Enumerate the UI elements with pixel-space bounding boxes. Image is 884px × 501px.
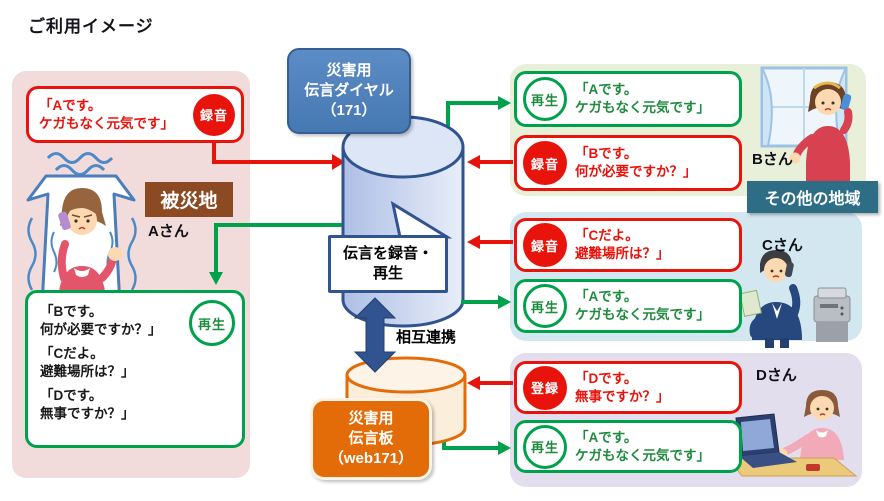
- play-d-arrow: [442, 426, 498, 450]
- message-text: 「Cだよ。 避難場所は？」: [40, 346, 135, 379]
- message-text: 「Bです。 何が必要ですか？」: [40, 304, 162, 337]
- note-callout-tail: [390, 200, 453, 239]
- record-d-arrowhead: [467, 376, 480, 390]
- message-box-b-play: 再生 「Aです。 ケガもなく元気です」: [514, 71, 742, 127]
- message-text: 「Dです。 無事ですか？」: [40, 388, 135, 421]
- message-box-b-record: 録音 「Bです。 何が必要ですか？」: [514, 135, 742, 191]
- record-b-arrowhead: [467, 155, 480, 169]
- person-a-house-illustration: [26, 152, 137, 308]
- record-badge: 録音: [193, 93, 235, 136]
- mutual-link-arrow: [353, 297, 397, 373]
- play-badge: 再生: [523, 284, 567, 328]
- record-c-arrowhead: [467, 235, 480, 249]
- message-text: 「Aです。 ケガもなく元気です」: [575, 289, 710, 322]
- person-b-illustration: [760, 66, 853, 188]
- message-box-d-record: 登録 「Dです。 無事ですか？」: [514, 361, 742, 414]
- dial-171-box: 災害用 伝言ダイヤル （171）: [287, 48, 411, 134]
- record-play-note: 伝言を録音・ 再生: [328, 235, 448, 293]
- message-text: 「Aです。 ケガもなく元気です」: [575, 429, 710, 463]
- message-box-c-record: 録音 「Cだよ。 避難場所は？」: [514, 218, 742, 272]
- message-text: 「Aです。 ケガもなく元気です」: [39, 97, 174, 131]
- person-d-label: Dさん: [756, 367, 797, 384]
- message-box-a-playlist: 再生 「Bです。 何が必要ですか？」 「Cだよ。 避難場所は？」 「Dです。 無…: [25, 290, 245, 448]
- play-badge: 再生: [523, 77, 567, 121]
- message-box-a-record: 「Aです。 ケガもなく元気です」 録音: [26, 86, 244, 143]
- disaster-area-label: 被災地: [145, 182, 233, 217]
- dial-cylinder: [341, 115, 465, 328]
- message-box-c-play: 再生 「Aです。 ケガもなく元気です」: [514, 279, 742, 333]
- play-b-arrow: [446, 101, 498, 140]
- person-c-label: Cさん: [762, 237, 803, 254]
- person-d-illustration: [726, 390, 858, 477]
- person-a-label: Aさん: [148, 223, 189, 240]
- message-box-d-play: 再生 「Aです。 ケガもなく元気です」: [514, 420, 742, 473]
- message-text: 「Aです。 ケガもなく元気です」: [575, 82, 710, 115]
- message-text: 「Dです。 無事ですか？」: [575, 370, 670, 404]
- page-title: ご利用イメージ: [28, 17, 154, 36]
- record-badge: 録音: [523, 141, 567, 185]
- mutual-link-label: 相互連携: [396, 329, 457, 346]
- record-a-arrowhead: [332, 154, 345, 170]
- record-badge: 録音: [523, 223, 567, 267]
- message-text: 「Cだよ。 避難場所は？」: [575, 228, 670, 261]
- play-badge: 再生: [523, 424, 567, 469]
- message-text: 「Bです。 何が必要ですか？」: [575, 146, 697, 179]
- person-b-label: Bさん: [752, 151, 793, 168]
- board-web171-box: 災害用 伝言板 （web171）: [310, 398, 432, 480]
- other-area-label: その他の地域: [747, 181, 878, 213]
- person-c-illustration: [739, 250, 851, 348]
- play-badge: 再生: [189, 300, 235, 346]
- register-badge: 登録: [523, 365, 567, 410]
